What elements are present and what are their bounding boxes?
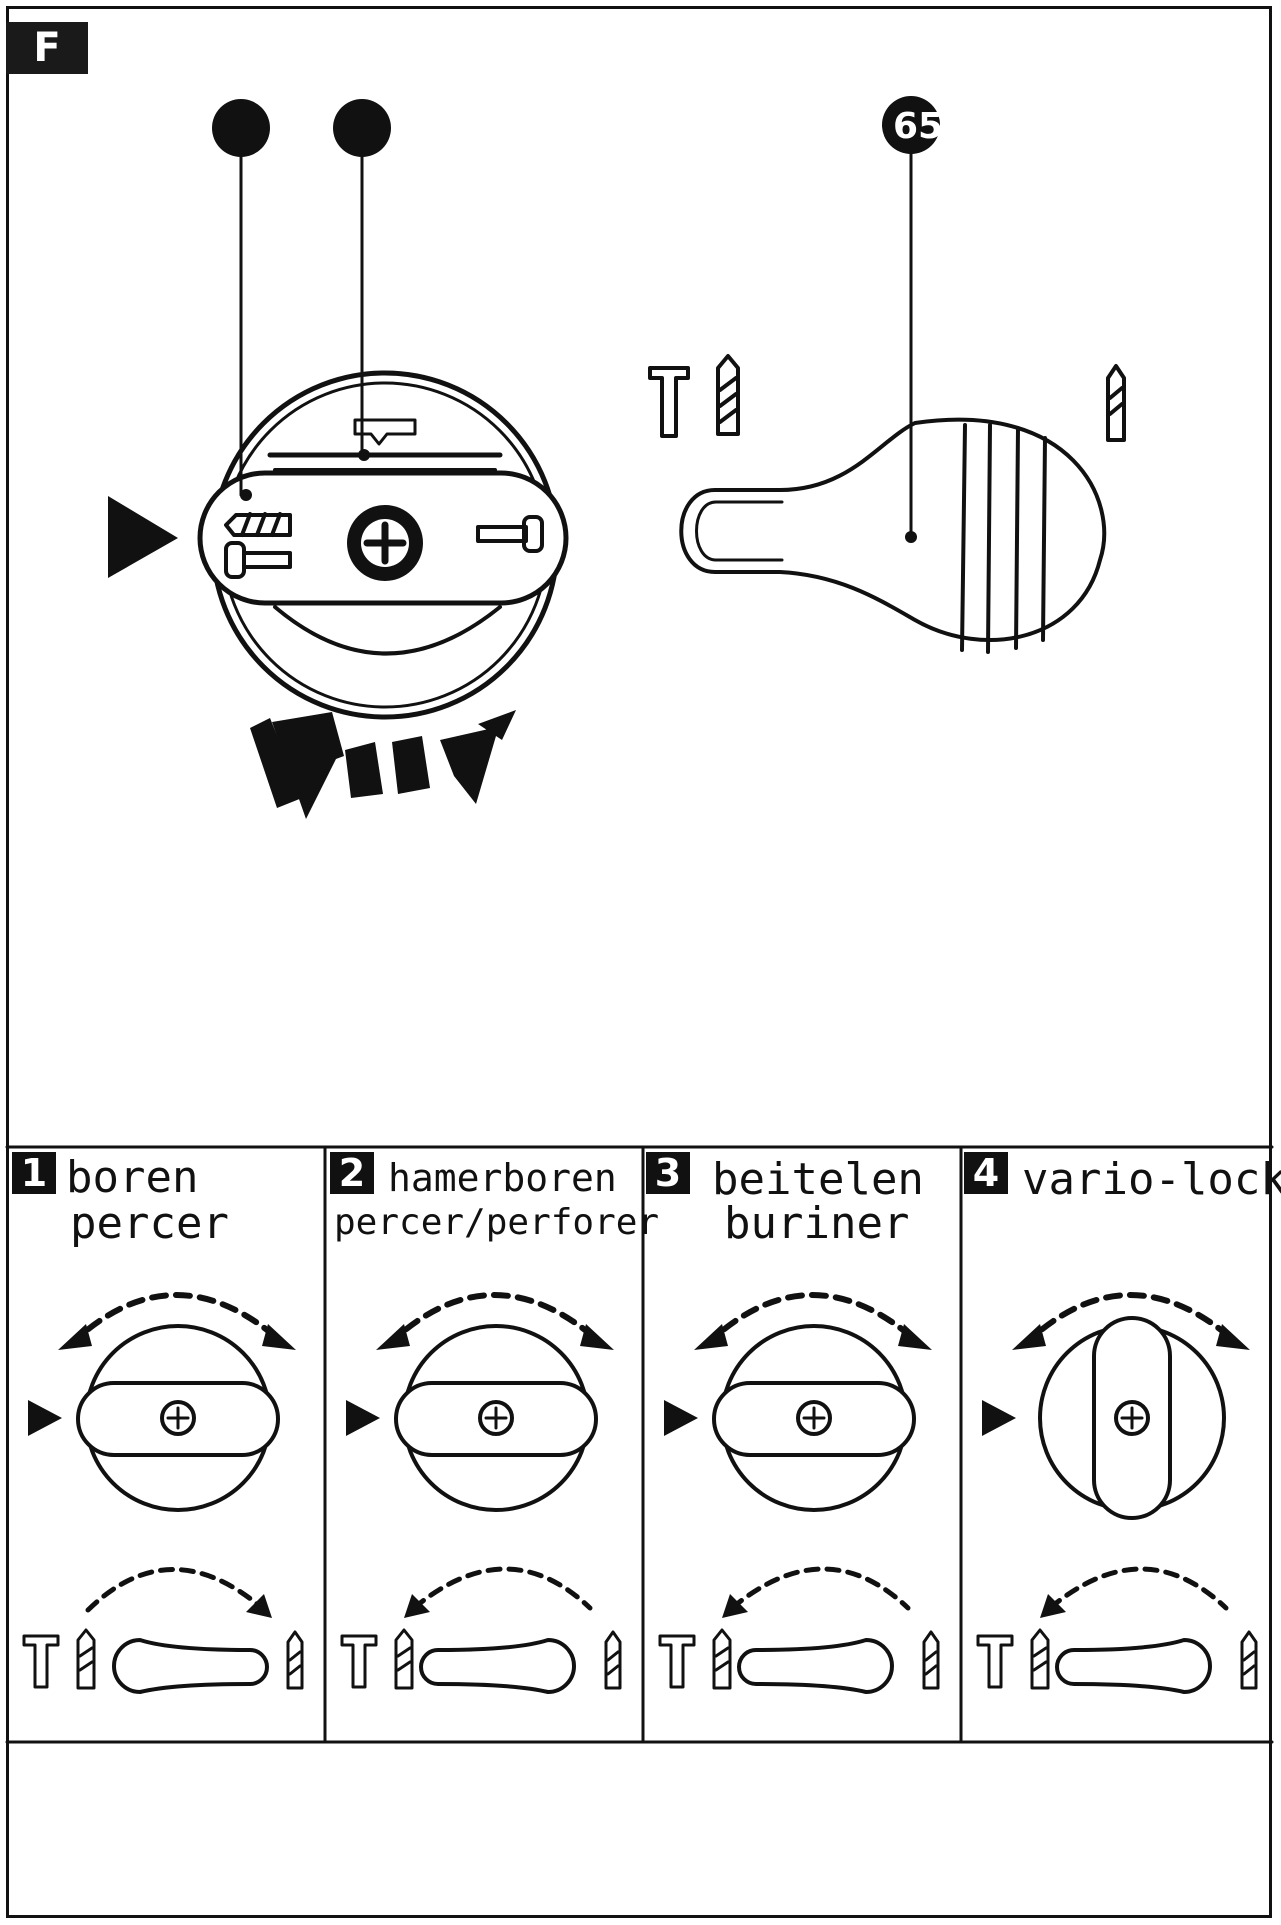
switch-arc-icon [729,1566,911,1611]
drill-bit-icon-right [1106,364,1126,442]
mode-panel-2 [340,1292,622,1694]
bolt-icon-left [224,541,292,579]
hammer-symbol-icon [340,1634,378,1689]
figure-label: F [6,22,88,74]
rotate-arc-icon [385,1292,606,1348]
callout-dot-2 [333,99,391,157]
position-pointer-icon [28,1400,62,1436]
mode-number-4: 4 [964,1152,1008,1194]
drill-bit-icon [394,1628,414,1690]
switch-lever-icon [112,1638,269,1694]
mode-sublabel-1: percer [70,1198,229,1249]
mode-label-2: hamerboren [388,1156,617,1200]
mode-panel-3 [658,1292,940,1694]
mini-screw-icon [796,1400,832,1436]
drill-bit-icon-right [1240,1630,1258,1690]
rotate-arc-icon [67,1292,288,1348]
mode-label-4: vario-lock [1022,1154,1281,1205]
position-pointer-icon [664,1400,698,1436]
switch-arc-icon [85,1567,265,1613]
drill-bit-icon-right [286,1630,304,1690]
drill-bit-icon [76,1628,96,1690]
switch-callout-number: 65 [893,106,944,147]
mode-number-2: 2 [330,1152,374,1194]
switch-arc-icon [1047,1566,1229,1611]
hammer-drill-icon [224,512,292,537]
drill-bit-icon [1030,1628,1050,1690]
arc-arrow-right-icon [580,1324,614,1350]
arc-arrow-right-icon [1216,1324,1250,1350]
hammer-symbol-icon [658,1634,696,1689]
arc-arrow-left-icon [58,1324,92,1350]
arc-arrow-left-icon [376,1324,410,1350]
drill-bit-icon [712,1628,732,1690]
switch-lever-icon [737,1638,894,1694]
switch-callout-dot [882,96,940,154]
mode-panel-1 [22,1292,304,1694]
switch-lever-icon [1055,1638,1212,1694]
arc-arrow-left-icon [1012,1324,1046,1350]
hammer-symbol-icon [22,1634,60,1689]
mini-screw-icon [478,1400,514,1436]
position-marker-icon [108,496,178,578]
arc-arrow-left-icon [694,1324,728,1350]
mode-sublabel-2: percer/perforer [334,1202,660,1243]
mode-label-1: boren [66,1152,199,1203]
chisel-icon [353,418,417,446]
switch-arc-icon [411,1566,593,1611]
position-pointer-icon [346,1400,380,1436]
mode-sublabel-3: buriner [724,1198,910,1249]
mode-label-3: beitelen [712,1154,924,1205]
drill-bit-icon [716,354,740,436]
drill-bit-icon-right [604,1630,622,1690]
arc-arrow-right-icon [898,1324,932,1350]
hammer-symbol-icon [976,1634,1014,1689]
mode-number-3: 3 [646,1152,690,1194]
drill-bit-icon-right [922,1630,940,1690]
rotate-arc-icon [703,1292,924,1348]
arc-arrow-right-icon [262,1324,296,1350]
rotate-arc-icon [1021,1292,1242,1348]
hammer-stop-switch [679,417,1107,654]
mini-screw-icon [1114,1400,1150,1436]
mode-selector-knob [197,370,569,720]
position-pointer-icon [982,1400,1016,1436]
mode-panel-4 [976,1292,1258,1694]
rotation-arrows-icon [250,710,516,819]
figure-frame [6,6,1272,1918]
mini-screw-icon [160,1400,196,1436]
bolt-icon-right [476,515,544,553]
mode-number-1: 1 [12,1152,56,1194]
callout-dot-1 [212,99,270,157]
hammer-symbol-icon [648,366,690,438]
switch-lever-icon [419,1638,576,1694]
